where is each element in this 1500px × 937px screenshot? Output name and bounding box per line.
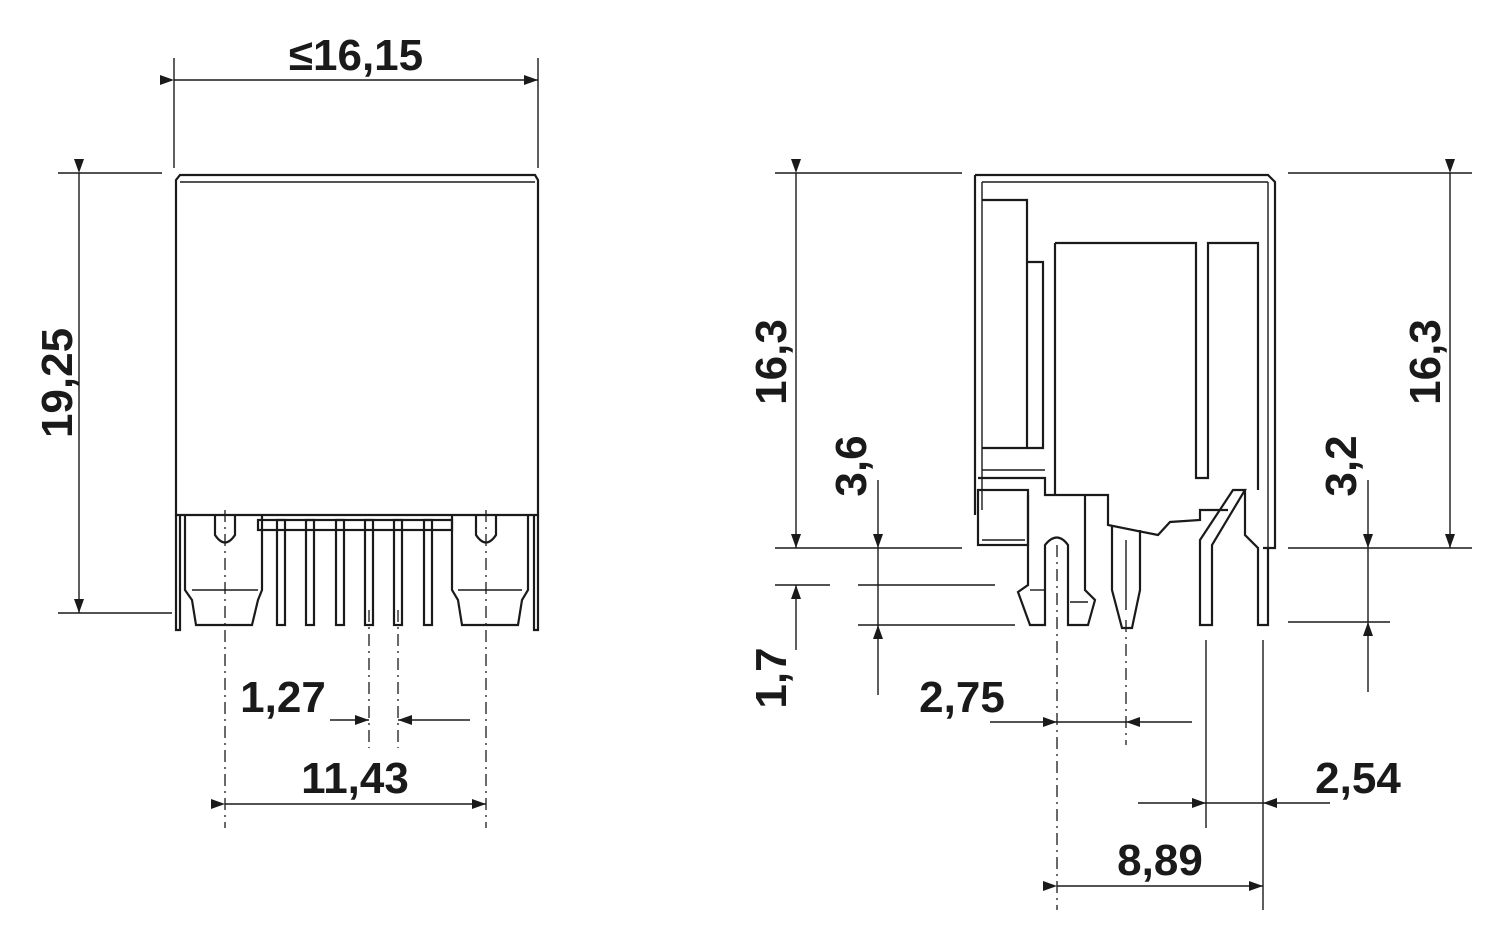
pin-pitch-label: 1,27 (240, 673, 326, 722)
pin-row-offset-label: 2,75 (919, 673, 1005, 722)
pin-length-left-label: 3,6 (827, 435, 876, 496)
row-span-label: 8,89 (1117, 836, 1203, 885)
side-view: 16,3 3,6 1,7 16,3 3,2 2,75 2,54 (747, 159, 1472, 910)
side-height-right-label: 16,3 (1401, 319, 1450, 405)
standoff-label: 1,7 (747, 647, 796, 708)
front-width-label: ≤16,15 (289, 31, 423, 80)
front-view: ≤16,15 19,25 1,27 11,43 (33, 31, 540, 828)
rear-pin-pitch-label: 2,54 (1315, 754, 1401, 803)
pin-span-label: 11,43 (301, 754, 409, 803)
side-height-left-label: 16,3 (747, 319, 796, 405)
front-pins (275, 518, 434, 627)
pin-length-right-label: 3,2 (1317, 435, 1366, 496)
front-height-label: 19,25 (33, 328, 82, 438)
